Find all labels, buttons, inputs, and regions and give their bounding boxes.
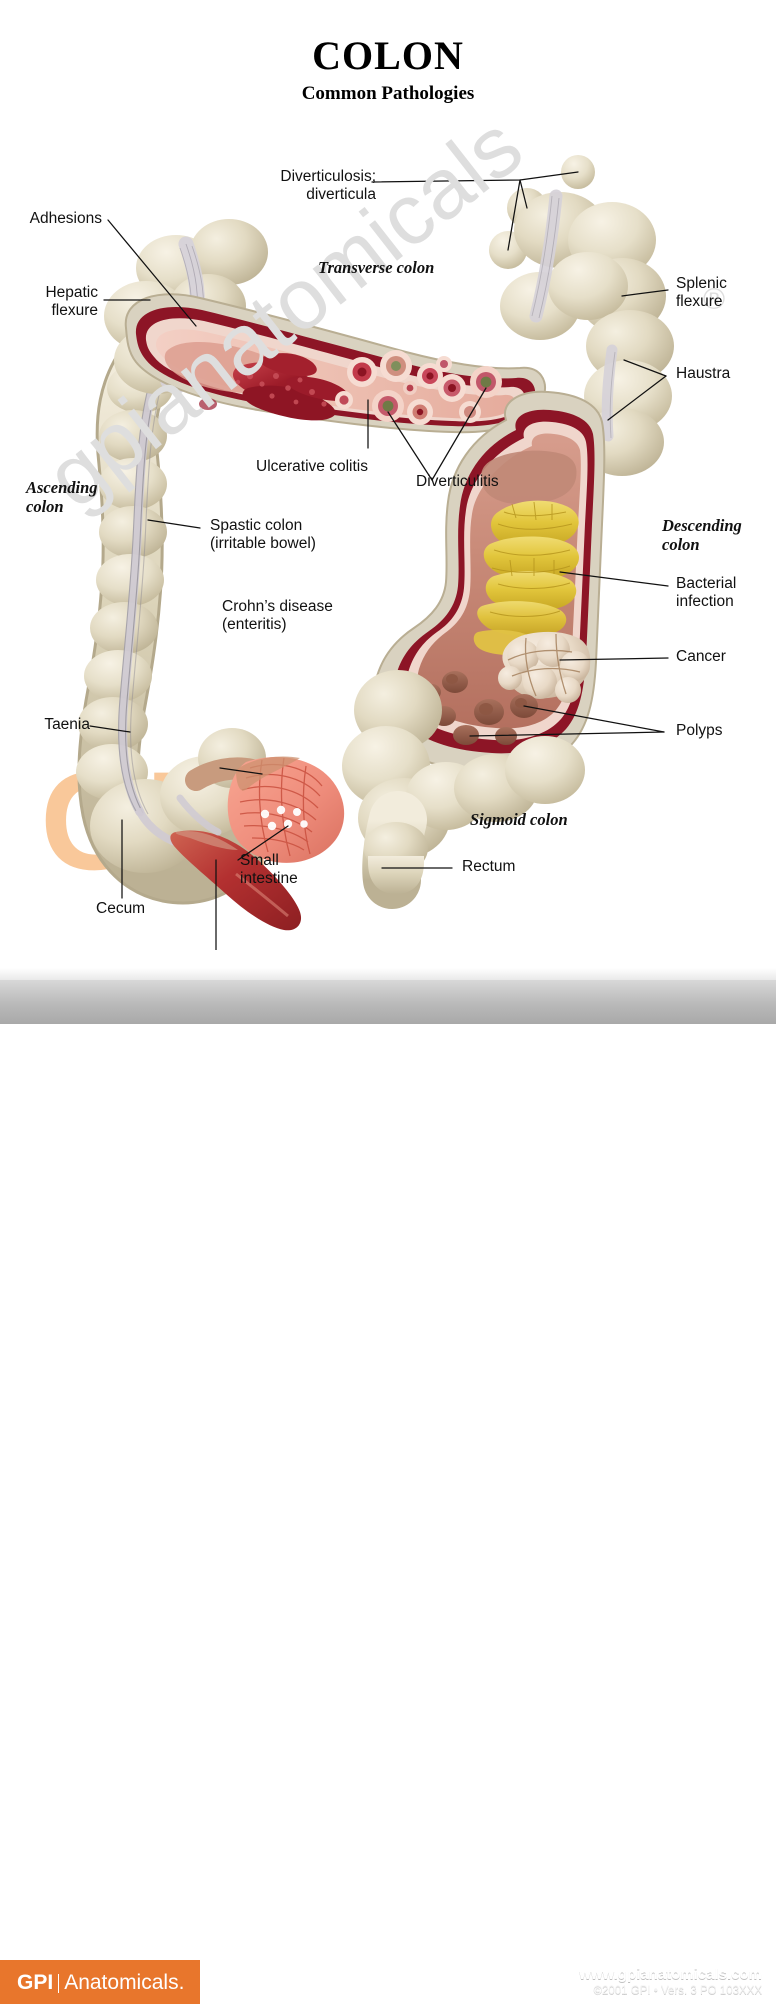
transverse-colon-model bbox=[124, 293, 546, 434]
gpi-logo[interactable]: GPI Anatomicals. bbox=[0, 1960, 200, 2004]
label-rectum: Rectum bbox=[462, 858, 516, 875]
label-ulcerative-colitis: Ulcerative colitis bbox=[256, 458, 368, 475]
small-intestine-coil bbox=[227, 756, 345, 863]
page-title: COLON bbox=[312, 33, 464, 78]
page-subtitle: Common Pathologies bbox=[301, 83, 475, 104]
label-sigmoid-colon: Sigmoid colon bbox=[470, 810, 568, 829]
taenia-strands bbox=[118, 365, 166, 817]
label-haustra: Haustra bbox=[676, 365, 731, 382]
footer-highlight-strip bbox=[0, 968, 776, 980]
label-bacterial-infection: Bacterial infection bbox=[676, 575, 737, 610]
descending-sigmoid-model bbox=[372, 390, 606, 774]
label-taenia: Taenia bbox=[44, 716, 90, 733]
footer-bar: GPI Anatomicals. www.gpianatomicals.com ©… bbox=[0, 980, 776, 2004]
logo-divider bbox=[58, 1973, 60, 1993]
label-diverticulitis: Diverticulitis bbox=[416, 473, 499, 490]
ulcerative-colitis-lesion bbox=[199, 353, 349, 421]
diverticula-pockets bbox=[335, 350, 502, 425]
label-cecum: Cecum bbox=[96, 900, 146, 917]
label-diverticulosis: Diverticulosis; diverticula bbox=[280, 168, 376, 203]
logo-brand: GPI bbox=[17, 1970, 54, 1994]
sigmoid-rectum-model bbox=[342, 670, 585, 909]
label-transverse-colon: Transverse colon bbox=[318, 258, 435, 277]
gpi-logo-text: GPI Anatomicals. bbox=[0, 1972, 184, 1993]
diverticulitis-lesion-b bbox=[470, 366, 502, 398]
logo-suffix: . bbox=[178, 1970, 185, 1994]
footer-right-block: www.gpianatomicals.com ©2001 GPI • Vers.… bbox=[579, 1966, 762, 1999]
bacterial-infection-lesion bbox=[473, 500, 579, 656]
footer-website-url[interactable]: www.gpianatomicals.com bbox=[579, 1966, 762, 1983]
label-adhesions: Adhesions bbox=[29, 210, 102, 227]
label-ascending-colon: Ascending colon bbox=[26, 478, 98, 517]
crohns-ulcers bbox=[260, 805, 308, 831]
appendix-model bbox=[170, 830, 302, 931]
footer-copyright: ©2001 GPI • Vers. 3 PO 103XXX bbox=[593, 1985, 762, 1998]
label-polyps: Polyps bbox=[676, 722, 723, 739]
label-cancer: Cancer bbox=[676, 648, 726, 665]
label-splenic-flexure: Splenic flexure bbox=[676, 275, 727, 310]
label-small-intestine: Small intestine bbox=[240, 852, 298, 887]
label-hepatic-flexure: Hepatic flexure bbox=[45, 284, 98, 319]
label-spastic-colon: Spastic colon (irritable bowel) bbox=[210, 517, 316, 552]
cancer-lesion bbox=[498, 631, 591, 703]
label-crohns-disease: Crohn’s disease (enteritis) bbox=[222, 598, 333, 633]
leader-lines bbox=[89, 171, 669, 950]
anatomical-figure: GPI bbox=[0, 98, 776, 993]
ileocecal-region-model bbox=[170, 756, 345, 931]
title-block: COLON Common Pathologies bbox=[0, 33, 776, 104]
logo-name: Anatomicals bbox=[64, 1970, 179, 1994]
colon-model-illustration bbox=[76, 155, 674, 950]
diverticulitis-lesion-a bbox=[372, 390, 404, 422]
label-descending-colon: Descending colon bbox=[662, 516, 742, 555]
